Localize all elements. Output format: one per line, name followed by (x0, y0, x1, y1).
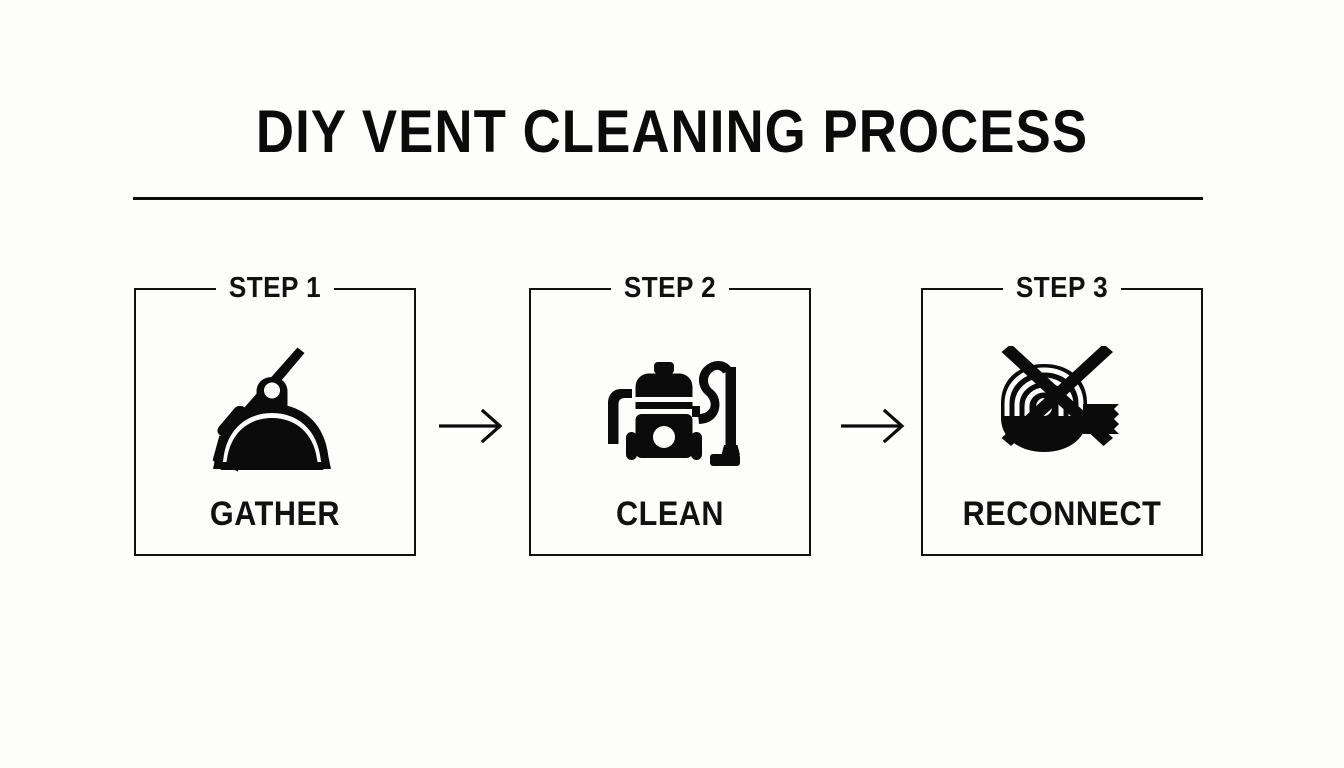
right-arrow-icon (439, 408, 503, 444)
step-title-3: RECONNECT (962, 495, 1162, 533)
step-card-2[interactable]: STEP 2 (529, 273, 811, 556)
step-number-label-3: STEP 3 (1006, 273, 1118, 303)
steps-row: STEP 1 (0, 273, 1344, 558)
right-arrow-icon (841, 408, 905, 444)
step-number-label-1: STEP 1 (219, 273, 331, 303)
page-title: DIY VENT CLEANING PROCESS (255, 98, 1089, 165)
step-icon-1 (136, 338, 414, 478)
step-title-2: CLEAN (615, 495, 725, 533)
vacuum-cleaner-icon (608, 361, 740, 466)
step-card-3[interactable]: STEP 3 (921, 273, 1203, 556)
step-card-1[interactable]: STEP 1 (134, 273, 416, 556)
step-icon-3 (923, 338, 1201, 478)
broom-and-dustpan-icon (208, 347, 331, 472)
step-number-label-2: STEP 2 (614, 273, 726, 303)
arrow-step1-to-step2 (437, 408, 509, 444)
arrow-step2-to-step3 (839, 408, 911, 444)
title-underline (133, 197, 1203, 200)
no-duct-tape-icon (1001, 346, 1119, 452)
step-icon-2 (531, 338, 809, 478)
step-title-1: GATHER (209, 495, 341, 533)
